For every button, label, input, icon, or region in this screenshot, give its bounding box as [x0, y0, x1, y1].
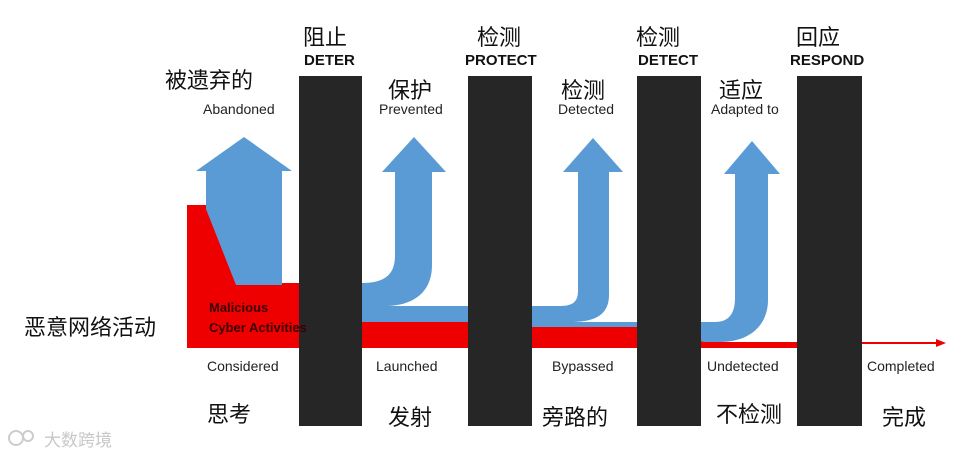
stage-launched-cn: 发射: [388, 406, 433, 431]
detected-arrow: [360, 138, 623, 322]
prevented-arrow: [300, 137, 446, 306]
stage-bypassed-en: Bypassed: [552, 358, 614, 374]
chat-bubble-logo-icon: [8, 430, 34, 446]
stage-launched-en: Launched: [376, 358, 438, 374]
watermark-text: 大数跨境: [44, 431, 112, 451]
abandoned-arrow: [196, 137, 292, 285]
outcome-abandoned-en: Abandoned: [203, 101, 275, 117]
outcome-detected-en: Detected: [558, 101, 615, 117]
gate-respond-cn: 回应: [796, 26, 841, 51]
outcome-adapted-cn: 适应: [719, 79, 764, 104]
outcome-abandoned-cn: 被遗弃的: [165, 69, 254, 94]
gate-detect-en: DETECT: [638, 52, 698, 69]
protect-bar: [468, 76, 532, 426]
adapted-to-arrow: [520, 141, 780, 342]
gate-protect-cn: 检测: [477, 26, 522, 51]
stage-undetected-en: Undetected: [707, 358, 779, 374]
gate-protect-en: PROTECT: [465, 52, 537, 69]
deter-bar: [299, 76, 362, 426]
stage-undetected-cn: 不检测: [716, 403, 783, 428]
stage-completed-cn: 完成: [882, 406, 927, 431]
gate-detect-cn: 检测: [636, 26, 681, 51]
left-label: 恶意网络活动: [24, 316, 157, 341]
gate-deter-cn: 阻止: [303, 26, 348, 51]
outcome-adapted-en: Adapted to: [711, 101, 779, 117]
outcome-prevented-cn: 保护: [388, 79, 433, 104]
stage-bypassed-cn: 旁路的: [542, 406, 609, 431]
gate-respond-en: RESPOND: [790, 52, 865, 69]
outcome-prevented-en: Prevented: [379, 101, 443, 117]
gate-deter-en: DETER: [304, 52, 355, 69]
stage-considered-en: Considered: [207, 358, 279, 374]
flow-label-line2: Cyber Activities: [209, 320, 307, 335]
malicious-flow-shape: [187, 205, 840, 348]
stage-completed-en: Completed: [867, 358, 935, 374]
respond-bar: [797, 76, 862, 426]
timeline-arrowhead: [936, 339, 946, 347]
detect-bar: [637, 76, 701, 426]
stage-considered-cn: 思考: [207, 403, 252, 428]
flow-label-line1: Malicious: [209, 300, 269, 315]
outcome-detected-cn: 检测: [561, 79, 606, 104]
